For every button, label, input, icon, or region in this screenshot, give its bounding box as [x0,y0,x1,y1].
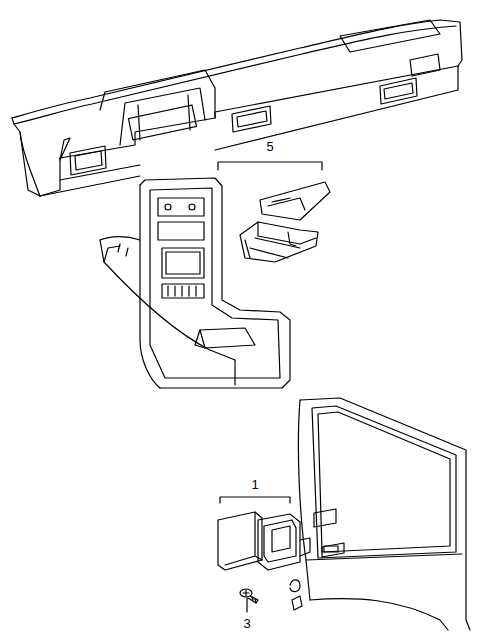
storage-tray [218,162,330,262]
callout-number: 3 [242,617,251,630]
ashtray [218,497,310,570]
screw [240,589,258,612]
callout-number: 1 [250,478,259,491]
rear-door [290,398,470,630]
dashboard [12,20,462,196]
callout-number: 5 [265,140,274,153]
